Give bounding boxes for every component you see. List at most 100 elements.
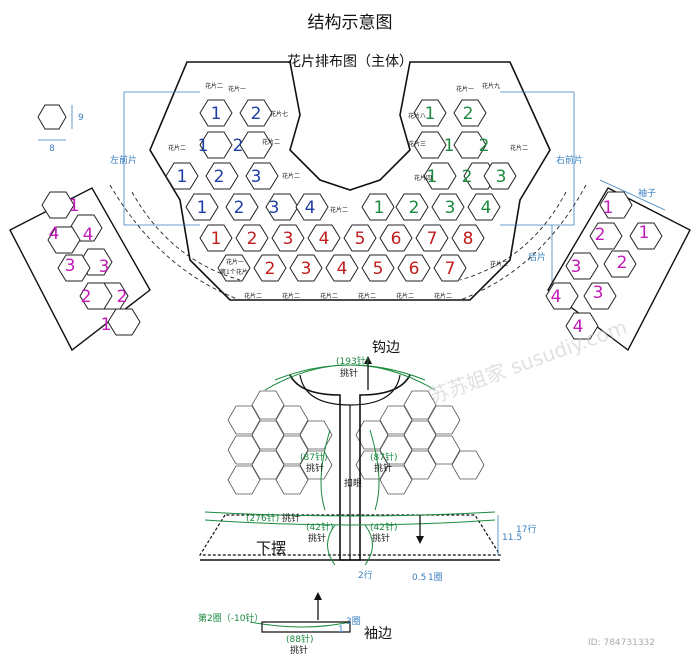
label-neckband: 钩边: [372, 340, 400, 356]
lbl-piece-nine: 花片九: [482, 82, 500, 90]
label-hem: 下摆: [256, 539, 286, 557]
neck-stitch-count: (193针): [336, 355, 369, 367]
lbl-piece-one: 花片一: [456, 85, 474, 93]
lf-num: 3: [251, 167, 262, 187]
lbl-piece-one: 花片一: [228, 85, 246, 93]
lf-num: 2: [233, 136, 244, 156]
back-num: 8: [463, 229, 474, 249]
dimension-lines: [123, 91, 666, 290]
rf-num: 3: [496, 167, 507, 187]
back-num: 7: [445, 259, 456, 279]
layout-subtitle: 花片排布图（主体）: [287, 54, 413, 70]
back-num: 1: [211, 229, 222, 249]
lf-num: 2: [214, 167, 225, 187]
rs-num: 4: [551, 287, 562, 307]
lbl-piece-two: 花片二: [434, 292, 452, 300]
lbl-piece-two: 花片二: [262, 138, 280, 146]
back-num: 3: [283, 229, 294, 249]
left-front-hexes: [165, 99, 329, 221]
left-sleeve-numbers: 1 4 4 3 3 2 2 1: [49, 196, 128, 335]
lf-num: 4: [305, 198, 316, 218]
back-num: 5: [373, 259, 384, 279]
lf-num: 1: [198, 136, 209, 156]
page-title: 结构示意图: [308, 13, 393, 33]
half-round-unit: 1圈: [428, 572, 443, 583]
ls-num: 3: [65, 256, 76, 276]
rf-num: 3: [445, 198, 456, 218]
hex-height-label: 9: [78, 113, 84, 123]
right-front-pick-up: 挑针: [374, 462, 392, 474]
rf-num: 2: [463, 104, 474, 124]
lbl-piece-two: 花片二: [320, 292, 338, 300]
rs-num: 1: [603, 198, 614, 218]
lbl-piece-two: 花片二: [510, 144, 528, 152]
label-sleeve-edge: 袖边: [364, 626, 392, 642]
left-front-pick-up: 挑针: [306, 462, 324, 474]
label-left-front: 左前片: [110, 154, 137, 166]
hex-legend: 8 9: [37, 104, 84, 154]
lbl-piece-two: 花片二: [330, 206, 348, 214]
ls-num: 4: [83, 225, 94, 245]
lbl-piece-two: 花片二: [168, 144, 186, 152]
sleeve-join-arcs: [109, 184, 587, 301]
sleeve-cuff-pick-up: 挑针: [290, 644, 308, 656]
label-back: 后片: [528, 251, 546, 263]
lbl-first-piece: 第1个花片: [220, 268, 248, 276]
rf-num: 2: [462, 167, 473, 187]
right-front-hexes: [361, 99, 517, 221]
lbl-piece-two: 花片二: [396, 292, 414, 300]
back-numbers: 1 2 3 4 5 6 7 8 2 3 4 5 6 7: [211, 229, 474, 279]
footer-id: ID: 784731332: [588, 638, 655, 648]
hem-left-pick-up: 挑针: [308, 532, 326, 544]
rs-num: 2: [617, 253, 628, 273]
hem-left-stitch-count: (42针): [306, 521, 333, 533]
rf-num: 1: [427, 167, 438, 187]
rf-num: 2: [479, 136, 490, 156]
lf-num: 3: [269, 198, 280, 218]
sleeve-rows: 3圈: [346, 616, 361, 627]
hem-stitch-count: (276针): [246, 512, 279, 524]
rs-num: 3: [571, 257, 582, 277]
ls-num: 2: [81, 287, 92, 307]
buttonhole-label: 扣眼: [344, 477, 362, 489]
hex-width-label: 8: [49, 144, 55, 154]
rf-num: 4: [481, 198, 492, 218]
lf-num: 2: [234, 198, 245, 218]
edging-diagram: [198, 356, 502, 633]
back-num: 6: [409, 259, 420, 279]
back-num: 7: [427, 229, 438, 249]
rs-num: 4: [573, 317, 584, 337]
lf-num: 1: [197, 198, 208, 218]
lbl-piece-seven: 花片七: [270, 110, 288, 118]
band-rows: 2行: [358, 569, 373, 581]
neck-pick-up: 挑针: [340, 367, 358, 379]
lbl-piece-two: 花片二: [358, 292, 376, 300]
hem-right-stitch-count: (42针): [370, 521, 397, 533]
right-sleeve-numbers: 1 1 2 2 3 3 4 4: [551, 198, 650, 337]
right-sleeve: [545, 187, 691, 352]
rf-num: 2: [409, 198, 420, 218]
ls-num: 2: [117, 287, 128, 307]
hem-rows: 17行: [516, 523, 536, 535]
back-num: 4: [319, 229, 330, 249]
lbl-piece-two: 花片二: [205, 82, 223, 90]
back-hexes: [199, 224, 485, 282]
label-sleeve: 袖子: [638, 187, 656, 199]
left-front-stitch-count: (87针): [300, 451, 327, 463]
rf-num: 1: [374, 198, 385, 218]
back-num: 6: [391, 229, 402, 249]
watermark: 苏苏姐家 susudiy.com: [426, 315, 630, 409]
rf-num: 1: [444, 136, 455, 156]
left-sleeve: [9, 187, 151, 352]
lbl-piece-two: 花片二: [282, 292, 300, 300]
rs-num: 2: [595, 225, 606, 245]
sleeve-one: 1: [338, 625, 344, 635]
left-front-numbers: 1 2 1 2 1 2 3 1 2 3 4: [177, 104, 316, 218]
ls-num: 1: [101, 315, 112, 335]
round-two: 第2圈（-10针）: [198, 612, 263, 624]
back-num: 5: [355, 229, 366, 249]
ls-num: 1: [69, 196, 80, 216]
right-front-stitch-count: (87针): [370, 451, 397, 463]
back-num: 2: [265, 259, 276, 279]
